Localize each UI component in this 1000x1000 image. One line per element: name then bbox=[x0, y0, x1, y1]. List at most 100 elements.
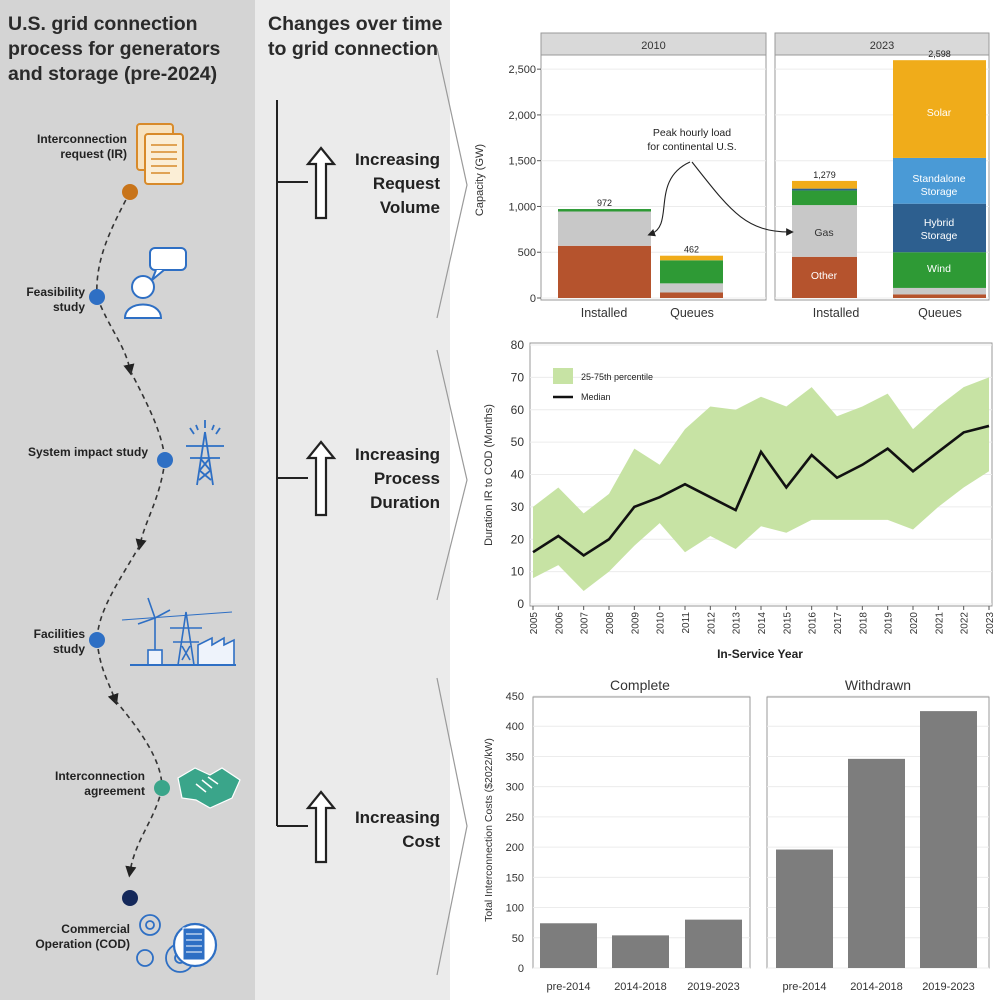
cost-bar bbox=[540, 923, 597, 968]
bar-segment-gas bbox=[660, 283, 723, 293]
x-tick-label: 2006 bbox=[554, 612, 565, 635]
step-label-interconnection-agreement: Interconnection agreement bbox=[54, 769, 145, 798]
segment-label: Other bbox=[811, 270, 838, 282]
change-label-request-volume: Increasing Request Volume bbox=[354, 150, 440, 217]
x-tick-label: 2020 bbox=[909, 612, 920, 635]
x-tick-label: 2023 bbox=[985, 612, 996, 635]
bar-segment-other bbox=[558, 245, 651, 298]
document-icon bbox=[136, 123, 184, 185]
step-dot-commercial-operation bbox=[122, 890, 138, 906]
facet-label: Complete bbox=[610, 677, 670, 693]
x-tick-label: 2011 bbox=[681, 612, 692, 634]
bar-segment-wind bbox=[893, 252, 986, 288]
y-tick-label: 400 bbox=[506, 721, 524, 733]
cost-bar bbox=[848, 758, 905, 968]
y-axis-label: Duration IR to COD (Months) bbox=[483, 404, 495, 546]
page-title: U.S. grid connection process for generat… bbox=[8, 13, 221, 85]
x-tick-label: Installed bbox=[581, 306, 628, 320]
person-speech-icon bbox=[123, 247, 187, 319]
y-tick-label: 2,000 bbox=[508, 110, 536, 122]
annotation-arrow bbox=[647, 161, 691, 237]
y-tick-label: 2,500 bbox=[508, 64, 536, 76]
bar-segment-wind bbox=[558, 209, 651, 212]
segment-label: Gas bbox=[814, 227, 833, 239]
change-label-process-duration: Increasing Process Duration bbox=[354, 445, 440, 512]
x-tick-label: 2005 bbox=[529, 612, 540, 635]
bar-segment-gas bbox=[893, 287, 986, 295]
y-tick-label: 350 bbox=[506, 751, 524, 763]
step-label-interconnection-request: Interconnection request (IR) bbox=[36, 132, 127, 161]
y-tick-label: 40 bbox=[511, 468, 525, 482]
x-tick-label: 2010 bbox=[656, 612, 667, 635]
legend-band-label: 25-75th percentile bbox=[581, 372, 653, 382]
y-tick-label: 150 bbox=[506, 872, 524, 884]
segment-label: Solar bbox=[927, 107, 952, 119]
bar-segment-wind bbox=[660, 260, 723, 284]
cost-bar bbox=[776, 849, 833, 968]
bar-segment-standalone-storage bbox=[893, 157, 986, 204]
step-dot-feasibility-study bbox=[89, 289, 105, 305]
annotation-arrow bbox=[691, 161, 794, 236]
process-flow-path bbox=[96, 191, 166, 878]
y-tick-label: 30 bbox=[511, 500, 525, 514]
process-panel bbox=[0, 0, 255, 1000]
transmission-tower-icon bbox=[186, 420, 224, 486]
bar-total-label: 462 bbox=[684, 245, 699, 255]
x-axis-label: In-Service Year bbox=[717, 647, 803, 661]
x-tick-label: 2022 bbox=[960, 612, 971, 635]
step-dot-system-impact-study bbox=[157, 452, 173, 468]
facet-label: 2023 bbox=[870, 40, 894, 52]
y-tick-label: 60 bbox=[511, 403, 525, 417]
x-tick-label: 2017 bbox=[833, 612, 844, 635]
chevron-right-icon bbox=[436, 47, 468, 976]
x-tick-label: 2014-2018 bbox=[850, 981, 903, 993]
segment-label: Wind bbox=[927, 263, 951, 275]
legend-band-swatch bbox=[553, 368, 573, 384]
y-axis-label: Total Interconnection Costs ($2022/kW) bbox=[483, 738, 495, 922]
y-tick-label: 80 bbox=[511, 338, 525, 352]
facet-label: 2010 bbox=[641, 40, 665, 52]
step-dot-interconnection-agreement bbox=[154, 780, 170, 796]
x-tick-label: 2014-2018 bbox=[614, 981, 667, 993]
changes-panel bbox=[255, 0, 450, 1000]
bar-segment-gas bbox=[558, 211, 651, 246]
x-tick-label: Queues bbox=[670, 306, 714, 320]
change-label-cost: Increasing Cost bbox=[354, 808, 440, 851]
step-dot-interconnection-request bbox=[122, 184, 138, 200]
x-tick-label: 2019-2023 bbox=[922, 981, 975, 993]
x-tick-label: Installed bbox=[813, 306, 860, 320]
cost-bar bbox=[685, 919, 742, 968]
bar-segment-solar bbox=[893, 60, 986, 158]
x-tick-label: 2007 bbox=[580, 612, 591, 635]
x-tick-label: 2016 bbox=[808, 612, 819, 635]
x-tick-label: 2015 bbox=[782, 612, 793, 635]
bar-segment-hybrid-storage bbox=[893, 203, 986, 253]
step-label-facilities-study: Facilities study bbox=[33, 627, 85, 656]
cost-bar bbox=[920, 711, 977, 968]
y-tick-label: 450 bbox=[506, 691, 524, 703]
y-tick-label: 50 bbox=[511, 435, 525, 449]
bar-segment-other bbox=[660, 292, 723, 298]
y-tick-label: 1,000 bbox=[508, 201, 536, 213]
bar-total-label: 2,598 bbox=[928, 49, 951, 59]
handshake-icon bbox=[177, 767, 241, 809]
y-tick-label: 70 bbox=[511, 370, 525, 384]
wind-tower-factory-icon bbox=[121, 597, 236, 666]
y-tick-label: 20 bbox=[511, 532, 525, 546]
y-tick-label: 500 bbox=[518, 247, 536, 259]
gears-building-icon bbox=[136, 914, 218, 973]
legend-median-label: Median bbox=[581, 392, 611, 402]
changes-title: Changes over time to grid connection bbox=[268, 13, 443, 60]
y-axis-label: Capacity (GW) bbox=[474, 144, 486, 216]
bar-segment-hybrid-storage bbox=[792, 188, 857, 191]
bar-total-label: 972 bbox=[597, 198, 612, 208]
bar-segment-other bbox=[792, 256, 857, 298]
bar-segment-solar bbox=[792, 180, 857, 189]
y-tick-label: 0 bbox=[530, 293, 536, 305]
x-tick-label: 2012 bbox=[706, 612, 717, 635]
